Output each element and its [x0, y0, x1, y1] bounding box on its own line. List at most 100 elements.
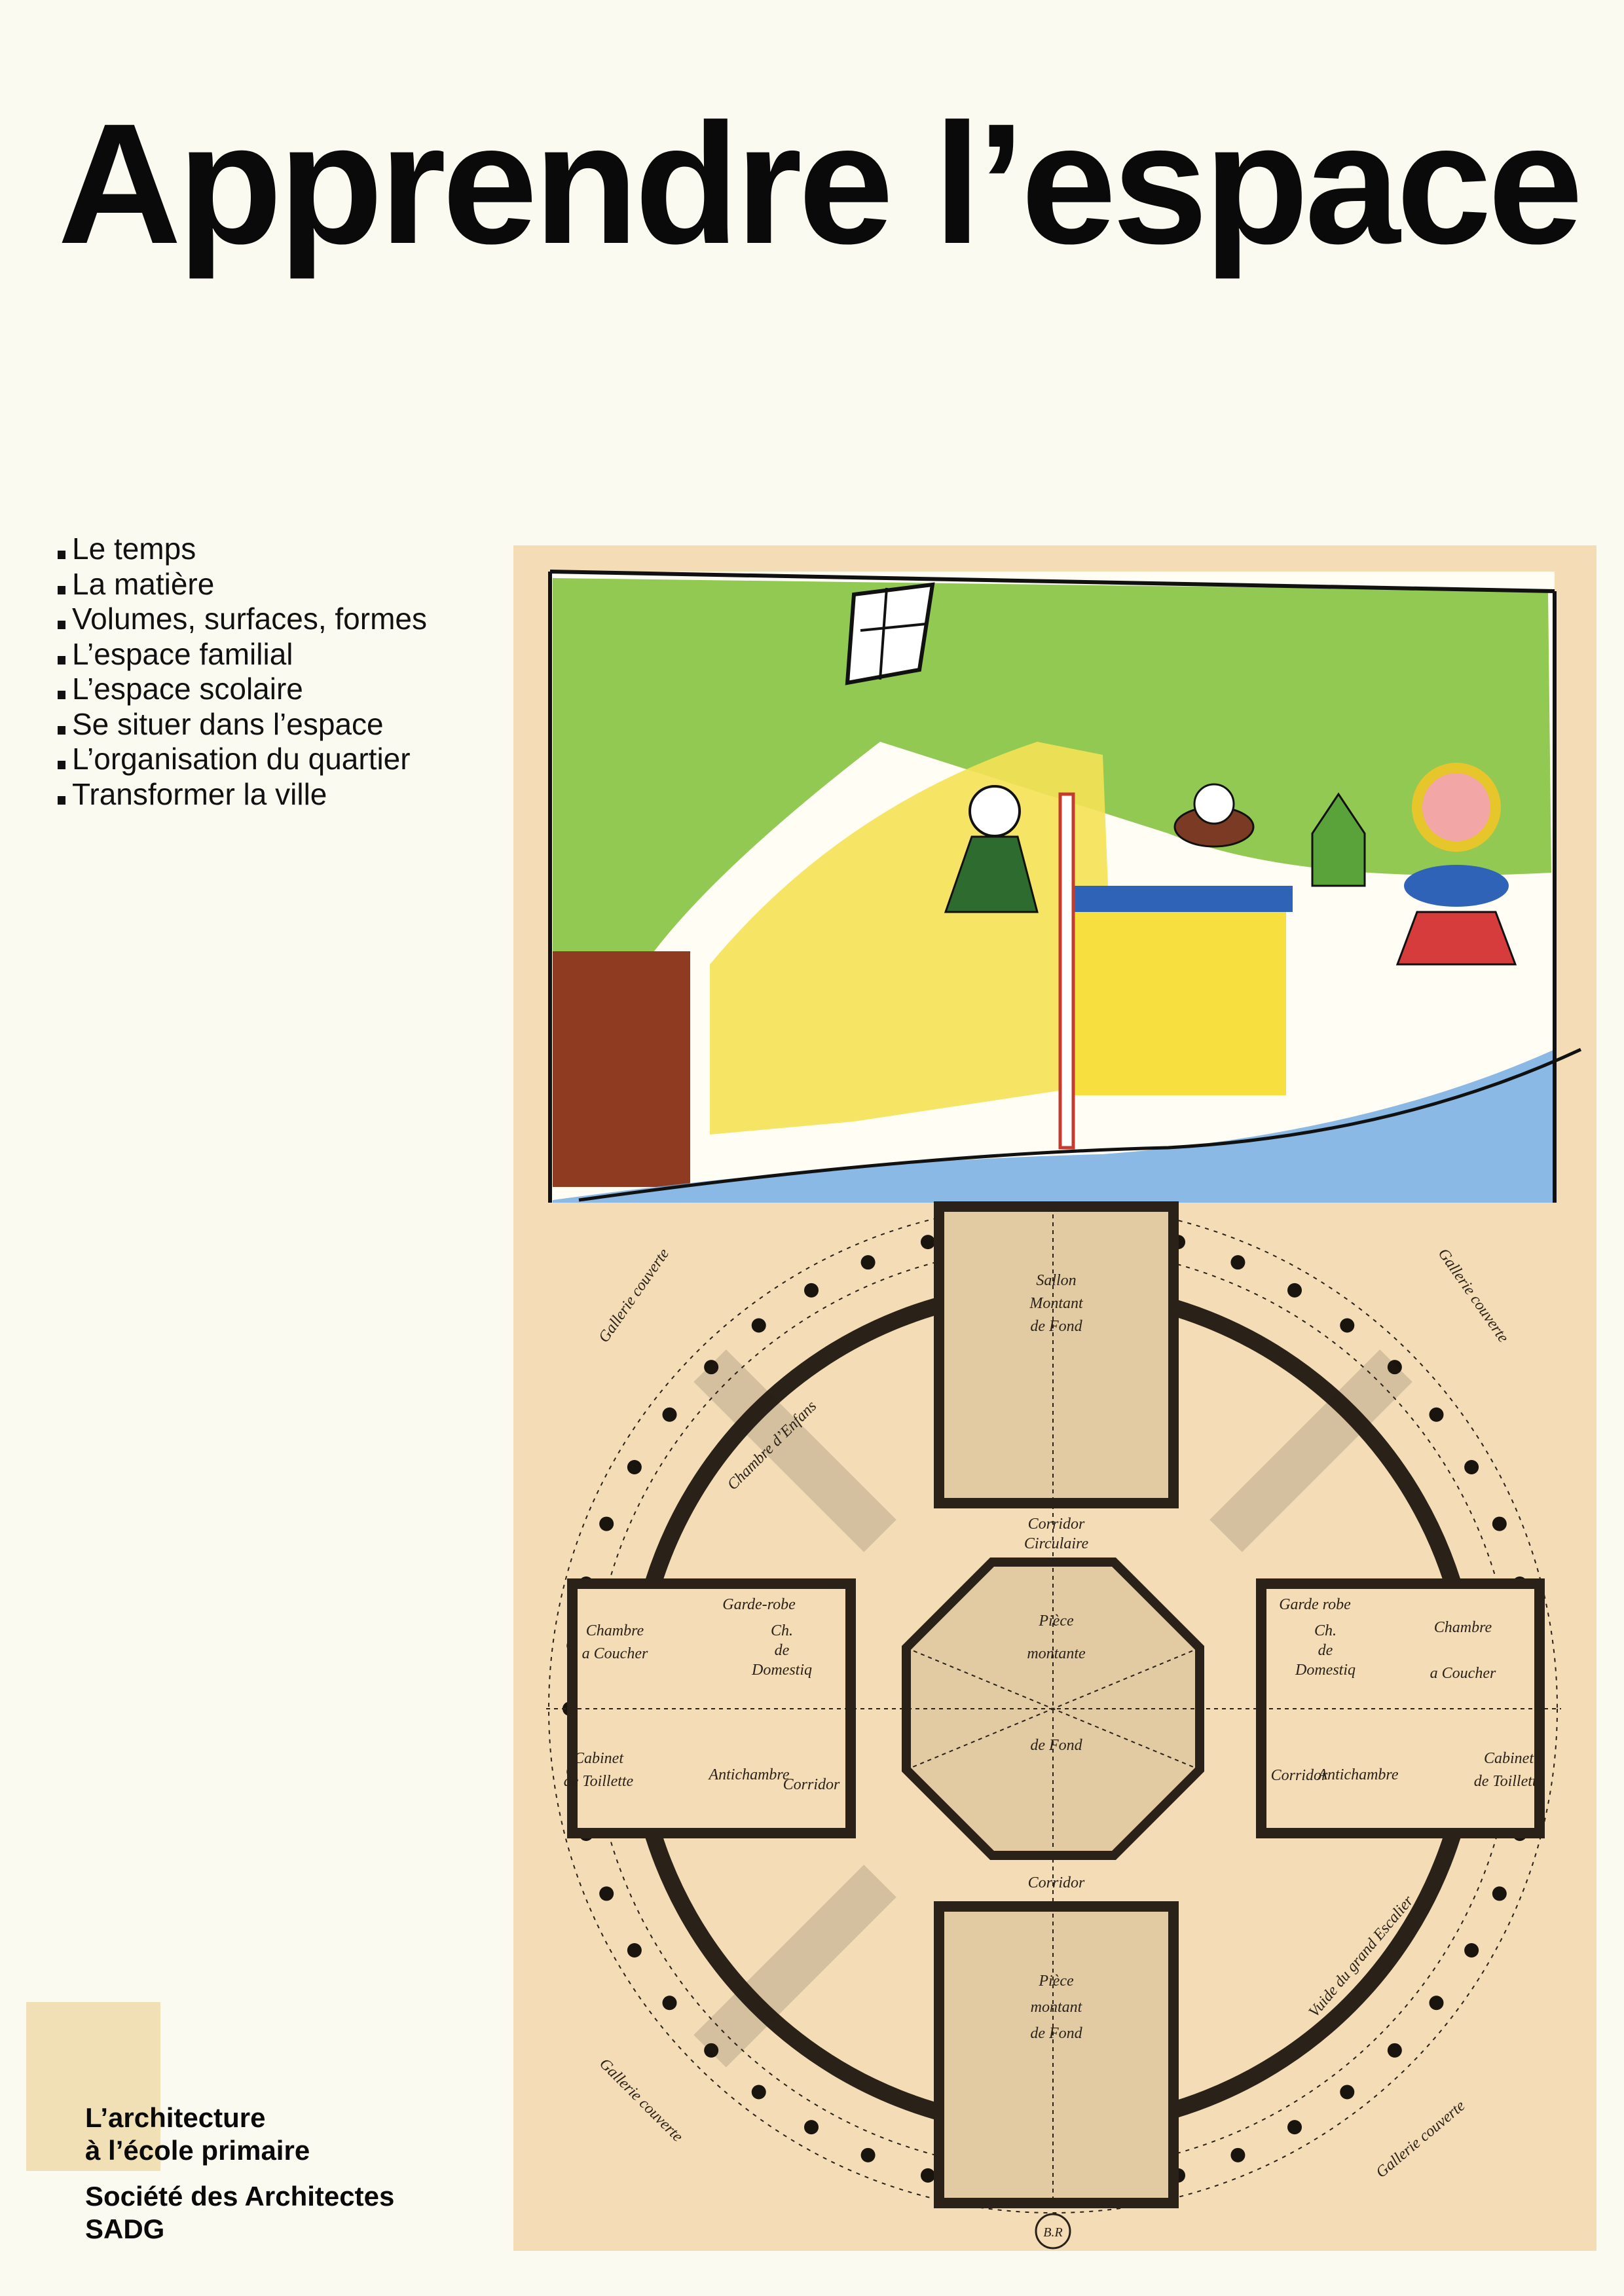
plan-label: Pièce — [1038, 1973, 1074, 1990]
plan-label: Corridor — [1028, 1516, 1085, 1533]
plan-label: de Toillette — [1474, 1773, 1544, 1790]
plan-label: Corridor — [1028, 1874, 1085, 1891]
column-dot — [1387, 2043, 1402, 2058]
plan-label: Ch. — [771, 1622, 793, 1639]
column-dot — [1287, 1283, 1302, 1298]
bullet-square-icon — [58, 725, 65, 735]
column-dot — [804, 1283, 819, 1298]
column-dot — [704, 2043, 719, 2058]
topic-item: Transformer la ville — [58, 777, 427, 812]
column-dot — [1492, 1516, 1507, 1531]
column-dot — [1429, 1995, 1444, 2011]
topics-list: Le temps La matière Volumes, surfaces, f… — [58, 532, 427, 812]
column-dot — [860, 2147, 876, 2162]
topic-label: Volumes, surfaces, formes — [72, 602, 427, 636]
column-dot — [1464, 1460, 1479, 1474]
publisher-line: Société des Architectes — [85, 2181, 395, 2212]
column-dot — [920, 1235, 935, 1250]
column-dot — [627, 1460, 642, 1474]
series-line: à l’école primaire — [85, 2135, 310, 2166]
topic-label: La matière — [72, 566, 215, 601]
child-drawing — [548, 570, 1582, 1203]
column-dot — [1429, 1407, 1444, 1422]
column-dot — [704, 1360, 719, 1375]
column-dot — [599, 1516, 614, 1531]
plan-label: de — [1318, 1642, 1333, 1659]
column-dot — [662, 1407, 677, 1422]
plan-label: Chambre — [586, 1622, 644, 1639]
plan-label: Antichambre — [1316, 1766, 1398, 1783]
column-dot — [1230, 2147, 1246, 2162]
bullet-square-icon — [58, 795, 65, 805]
topic-item: L’organisation du quartier — [58, 742, 427, 777]
plan-label: Corridor — [1271, 1767, 1328, 1784]
topic-item: Le temps — [58, 532, 427, 567]
topic-label: L’espace familial — [72, 636, 293, 671]
floor-plan — [546, 1201, 1561, 2250]
illustration-panel: Sallon Montant de Fond Corridor Circulai… — [513, 545, 1596, 2251]
plan-label: a Coucher — [1430, 1665, 1496, 1682]
topic-item: Se situer dans l’espace — [58, 707, 427, 742]
column-dot — [1387, 1360, 1402, 1375]
plan-label: Antichambre — [707, 1766, 789, 1783]
plan-label: de Fond — [1030, 2025, 1082, 2042]
plan-label: de Fond — [1030, 1318, 1082, 1335]
plan-label: Montant — [1029, 1295, 1084, 1312]
plan-label: Corridor — [783, 1776, 840, 1793]
plan-label: Pièce — [1038, 1613, 1074, 1630]
series-label: L’architecture à l’école primaire — [85, 2102, 310, 2167]
bullet-square-icon — [58, 585, 65, 594]
bullet-square-icon — [58, 551, 65, 559]
plan-label: Chambre — [1434, 1619, 1492, 1636]
topic-item: La matière — [58, 567, 427, 602]
series-line: L’architecture — [85, 2102, 266, 2133]
column-dot — [860, 1255, 876, 1270]
plan-label: a Coucher — [582, 1645, 648, 1662]
publisher-line: SADG — [85, 2214, 165, 2244]
column-dot — [751, 1318, 766, 1333]
library-tape — [26, 2002, 160, 2171]
topic-item: Volumes, surfaces, formes — [58, 602, 427, 637]
topic-item: L’espace scolaire — [58, 672, 427, 707]
plan-label: Garde robe — [1279, 1596, 1351, 1613]
plan-label: Gallerie couverte — [595, 1245, 673, 1345]
column-dot — [1492, 1886, 1507, 1901]
book-title: Apprendre l’espace — [58, 88, 1583, 280]
plan-label: Circulaire — [1024, 1535, 1089, 1552]
plan-label: Cabinet — [1484, 1750, 1534, 1767]
plan-label: Gallerie couverte — [1435, 1245, 1512, 1345]
plan-label: Gallerie couverte — [1373, 2097, 1469, 2181]
plan-label: Cabinet — [574, 1750, 624, 1767]
plan-label: Gallerie couverte — [596, 2055, 686, 2145]
column-dot — [1464, 1943, 1479, 1958]
bullet-square-icon — [58, 655, 65, 665]
column-dot — [1287, 2120, 1302, 2135]
column-dot — [599, 1886, 614, 1901]
bullet-square-icon — [58, 691, 65, 699]
plan-label: Domestiq — [1295, 1662, 1356, 1679]
column-dot — [627, 1943, 642, 1958]
illustration-svg: Sallon Montant de Fond Corridor Circulai… — [546, 570, 1582, 2250]
topic-item: L’espace familial — [58, 637, 427, 672]
publisher-label: Société des Architectes SADG — [85, 2180, 394, 2246]
column-dot — [920, 2168, 935, 2183]
column-dot — [662, 1995, 677, 2011]
column-dot — [751, 2085, 766, 2100]
plan-label: montante — [1027, 1645, 1086, 1662]
column-dot — [1340, 2085, 1355, 2100]
topic-label: Se situer dans l’espace — [72, 706, 384, 741]
plan-label: de Toillette — [564, 1773, 634, 1790]
plan-label: Garde-robe — [722, 1596, 796, 1613]
plan-label: de Fond — [1030, 1737, 1082, 1754]
plan-label: Ch. — [1314, 1622, 1337, 1639]
topic-label: L’espace scolaire — [72, 672, 303, 706]
library-stamp: B.R — [1043, 2225, 1062, 2240]
column-dot — [1230, 1255, 1246, 1270]
bullet-square-icon — [58, 761, 65, 769]
plan-label: Sallon — [1036, 1272, 1076, 1289]
topic-label: Transformer la ville — [72, 776, 327, 811]
plan-label: de — [775, 1642, 790, 1659]
topic-label: Le temps — [72, 532, 196, 566]
column-dot — [1340, 1318, 1355, 1333]
bullet-square-icon — [58, 621, 65, 629]
